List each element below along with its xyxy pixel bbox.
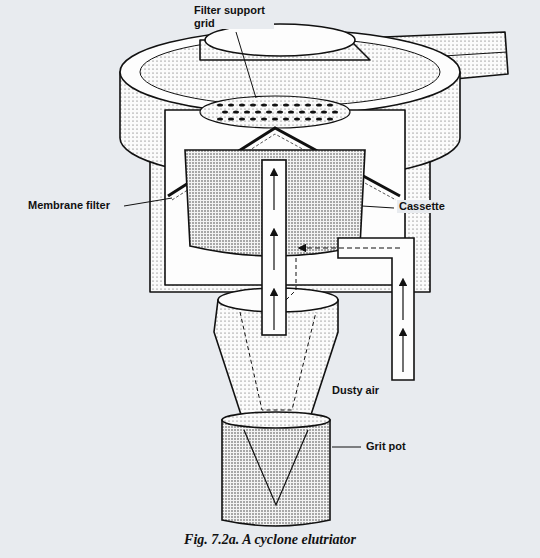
inlet-pipe — [286, 238, 414, 380]
cassette-label: Cassette — [397, 200, 447, 213]
grid-hole — [244, 110, 250, 113]
grid-hole — [299, 110, 305, 113]
grid-hole — [316, 117, 322, 120]
grid-hole — [261, 103, 267, 106]
grit-pot — [222, 412, 330, 526]
grid-hole — [255, 110, 261, 113]
grid-hole — [261, 117, 267, 120]
grid-hole — [250, 103, 256, 106]
filter-support-grid-label: Filter support grid — [192, 4, 274, 29]
membrane-filter-label: Membrane filter — [26, 199, 112, 212]
grid-hole — [239, 117, 245, 120]
filter-support-grid — [200, 96, 350, 128]
outlet-tube — [262, 160, 286, 335]
grid-hole — [294, 103, 300, 106]
grid-hole — [222, 110, 228, 113]
grid-hole — [228, 117, 234, 120]
grid-hole — [239, 103, 245, 106]
grid-hole — [283, 103, 289, 106]
housing — [120, 24, 508, 292]
grid-hole — [228, 103, 234, 106]
grid-hole — [283, 117, 289, 120]
grid-hole — [327, 117, 333, 120]
grid-hole — [288, 110, 294, 113]
grid-hole — [217, 117, 223, 120]
grid-hole — [250, 117, 256, 120]
grid-hole — [233, 110, 239, 113]
grid-hole — [272, 117, 278, 120]
grid-hole — [217, 103, 223, 106]
leader-lines — [124, 32, 394, 447]
grit-pot-label: Grit pot — [364, 440, 408, 453]
grid-hole — [305, 103, 311, 106]
grid-hole — [310, 110, 316, 113]
figure-caption: Fig. 7.2a. A cyclone elutriator — [0, 532, 540, 548]
grid-hole — [321, 110, 327, 113]
grid-hole — [305, 117, 311, 120]
grid-hole — [327, 103, 333, 106]
grid-hole — [332, 110, 338, 113]
grid-hole — [316, 103, 322, 106]
grid-hole — [294, 117, 300, 120]
dusty-air-label: Dusty air — [330, 384, 381, 397]
grid-hole — [272, 103, 278, 106]
grid-hole — [277, 110, 283, 113]
grid-hole — [266, 110, 272, 113]
